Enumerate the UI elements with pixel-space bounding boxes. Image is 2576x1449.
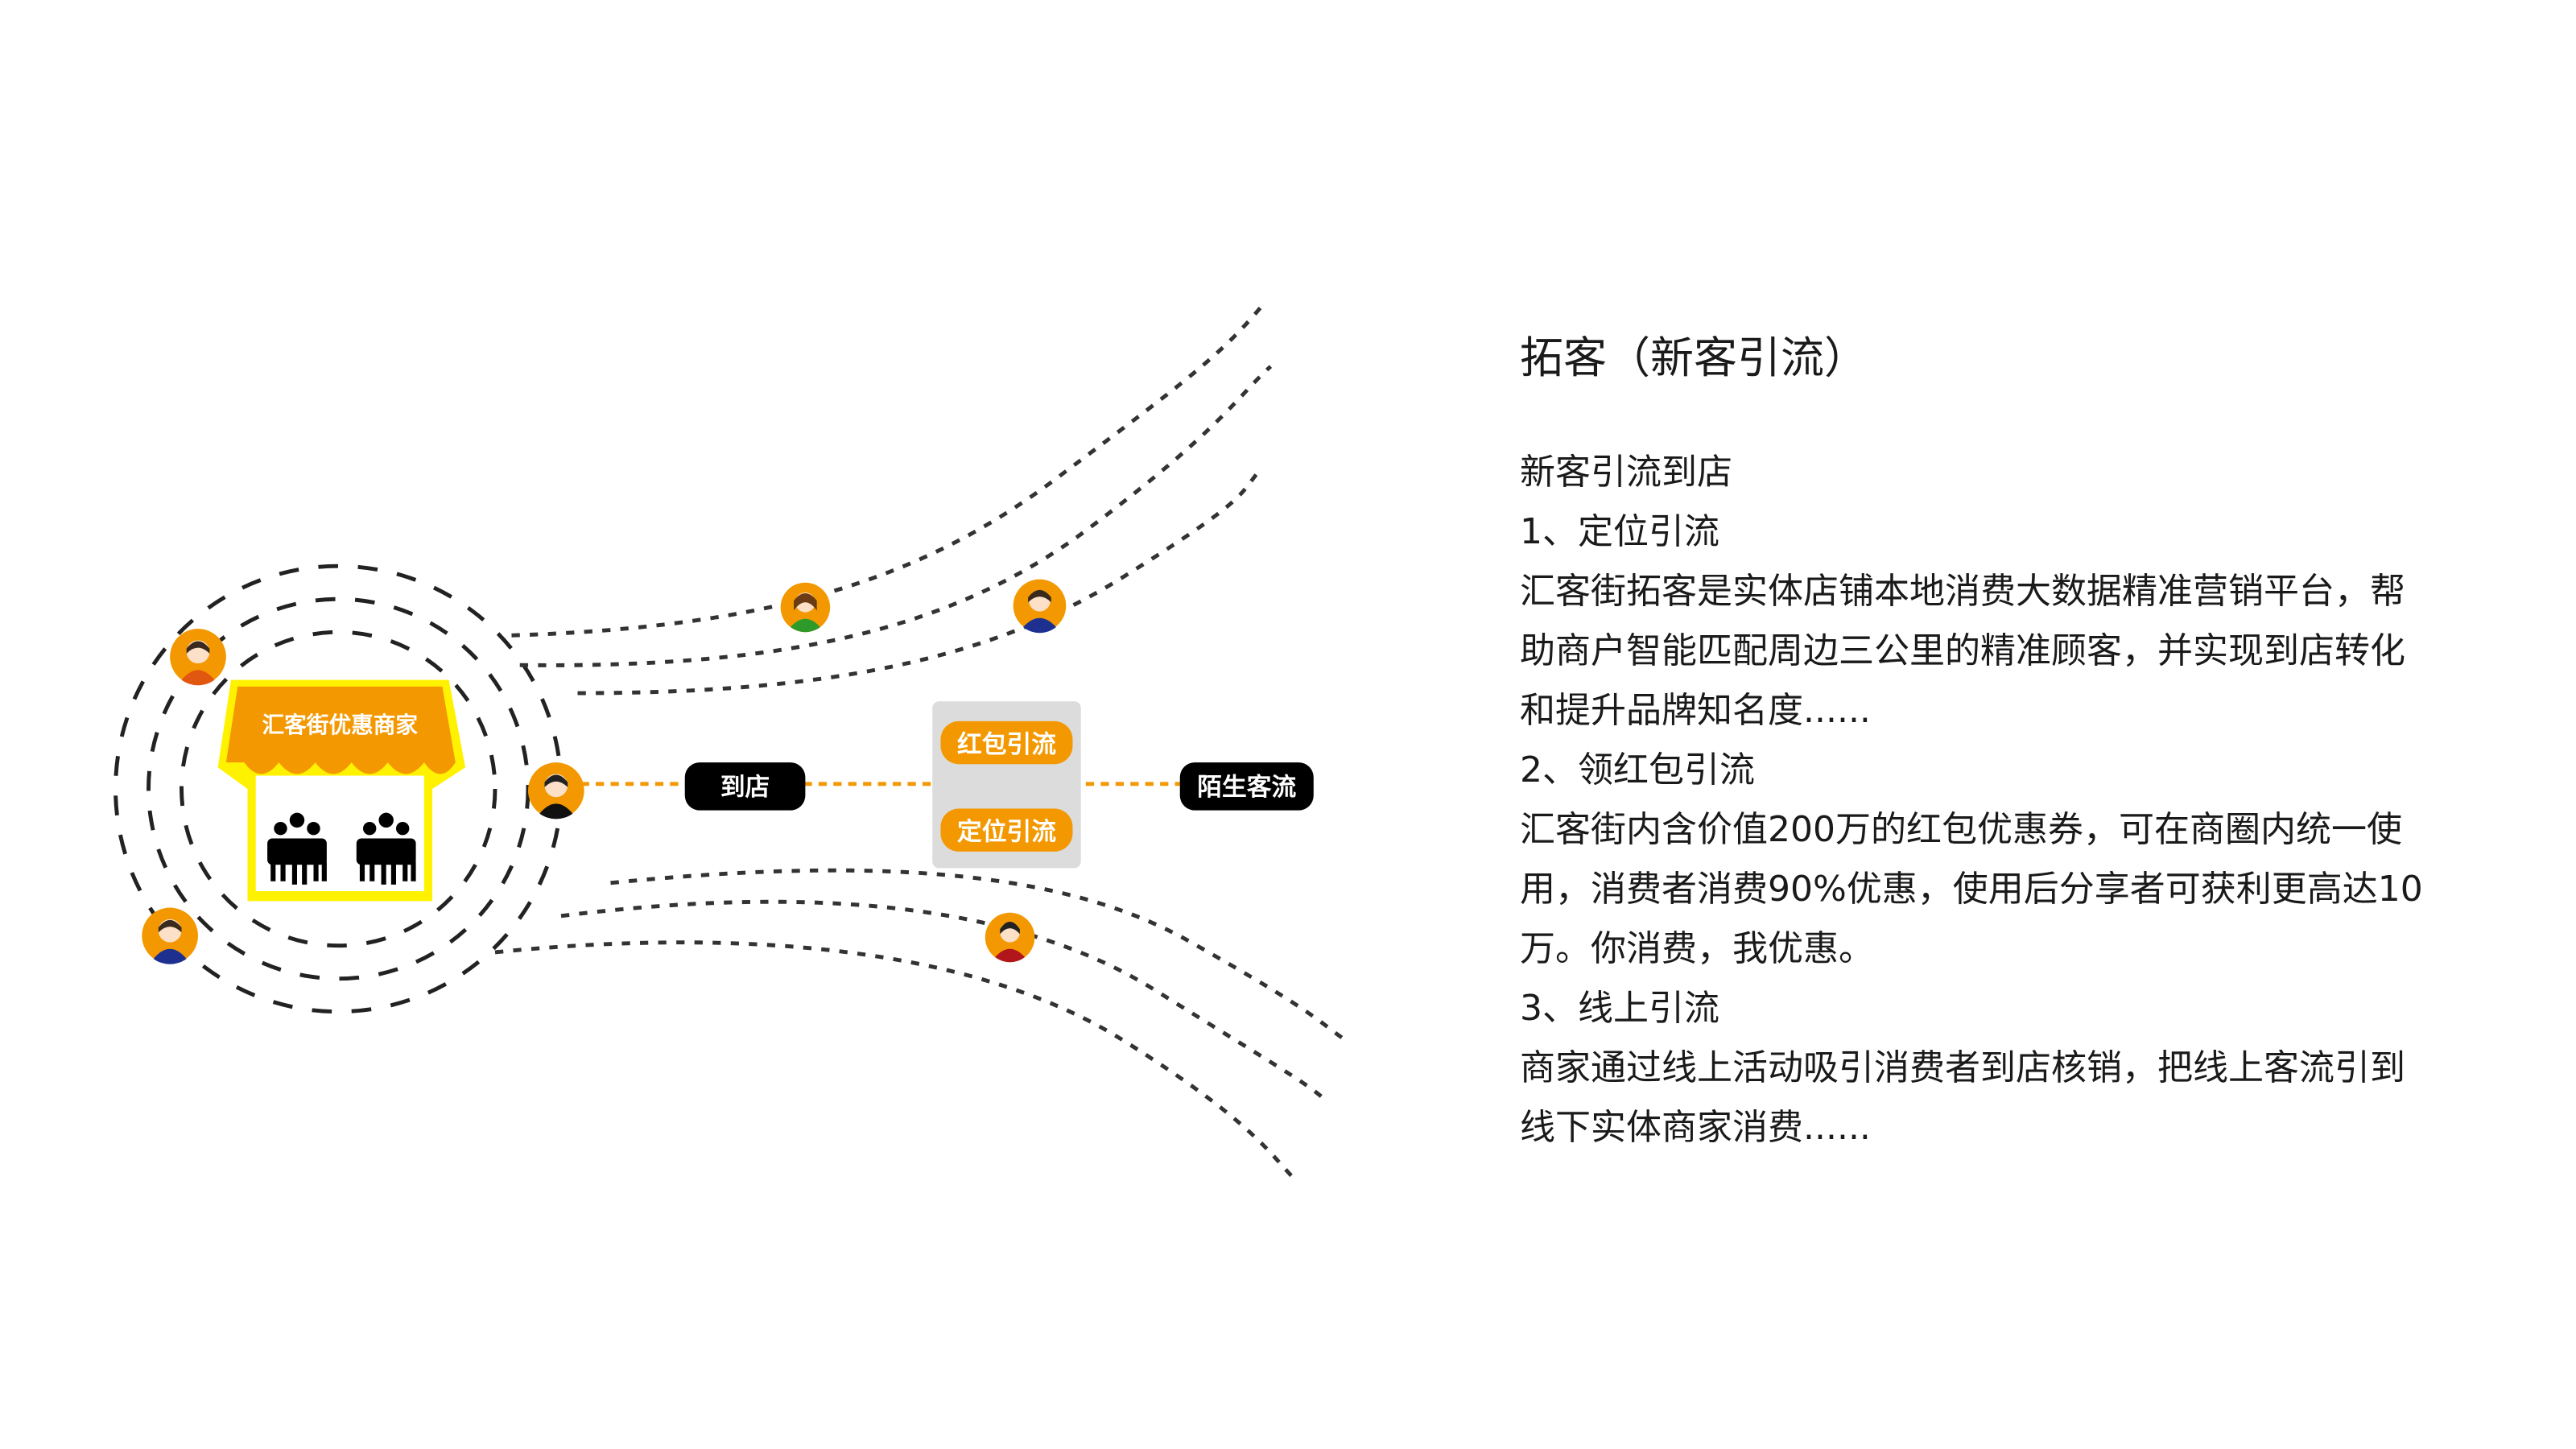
to-store-label: 到店 <box>720 773 770 802</box>
to-store-badge: 到店 <box>684 762 806 811</box>
stranger-flow-label: 陌生客流 <box>1197 773 1296 802</box>
curve-bottom-1 <box>610 868 1347 1042</box>
avatar-icon <box>780 582 831 633</box>
paragraph-line: 用，消费者消费90%优惠，使用后分享者可获利更高达10 <box>1520 869 2423 910</box>
avatar-icon <box>170 629 226 686</box>
paragraph-line: 汇客街内含价值200万的红包优惠券，可在商圈内统一使 <box>1520 809 2402 850</box>
item-heading: 2、领红包引流 <box>1520 749 1755 791</box>
avatar-icon <box>527 762 584 819</box>
channel-location-label: 定位引流 <box>957 817 1056 846</box>
curve-top-2 <box>519 365 1273 667</box>
store-label: 汇客街优惠商家 <box>262 712 418 738</box>
curve-bottom-2 <box>560 899 1330 1104</box>
circle-middle <box>147 597 530 981</box>
section-title: 拓客（新客引流） <box>1520 332 1868 383</box>
subtitle: 新客引流到店 <box>1520 452 1732 493</box>
paragraph-line: 助商户智能匹配周边三公里的精准顾客，并实现到店转化 <box>1520 630 2405 671</box>
curve-top-1 <box>511 303 1265 638</box>
channel-location-badge: 定位引流 <box>940 808 1073 852</box>
customer-avatars <box>142 579 1067 964</box>
paragraph-line: 汇客街拓客是实体店铺本地消费大数据精准营销平台，帮 <box>1520 571 2405 612</box>
paragraph-line: 万。你消费，我优惠。 <box>1520 928 1874 969</box>
item-heading: 3、线上引流 <box>1520 988 1719 1029</box>
flow-curves <box>494 303 1347 1182</box>
channel-redpacket-label: 红包引流 <box>957 730 1056 759</box>
circle-inner <box>180 630 497 948</box>
curve-bottom-3 <box>494 940 1297 1182</box>
avatar-icon <box>142 907 198 964</box>
store-icon: 汇客街优惠商家 <box>217 679 466 902</box>
avatar-icon <box>985 912 1035 963</box>
avatar-icon <box>1013 579 1067 634</box>
paragraph-line: 线下实体商家消费...... <box>1520 1107 1871 1148</box>
people-icon <box>267 812 416 885</box>
description-panel: 拓客（新客引流） 新客引流到店 1、定位引流 汇客街拓客是实体店铺本地消费大数据… <box>1520 322 2470 1158</box>
paragraph-line: 商家通过线上活动吸引消费者到店核销，把线上客流引到 <box>1520 1047 2405 1088</box>
paragraph-line: 和提升品牌知名度...... <box>1520 690 1871 731</box>
channel-redpacket-badge: 红包引流 <box>940 720 1073 765</box>
item-heading: 1、定位引流 <box>1520 511 1719 552</box>
store-awning <box>225 686 456 774</box>
curve-top-3 <box>577 465 1265 696</box>
stranger-flow-badge: 陌生客流 <box>1179 762 1314 811</box>
